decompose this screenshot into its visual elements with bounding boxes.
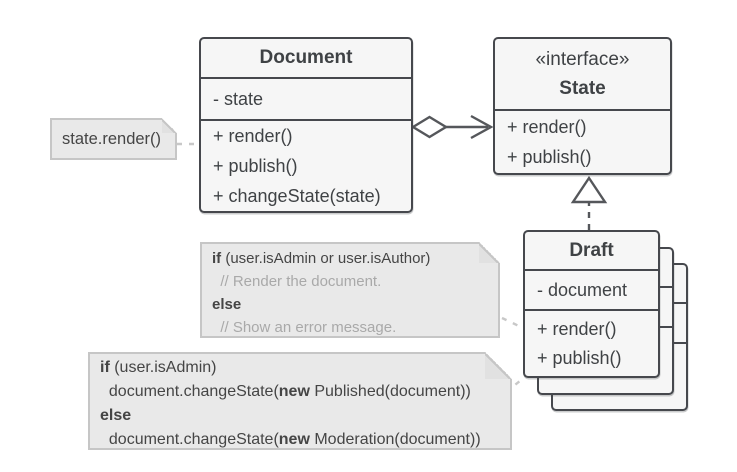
stereotype-interface: «interface» [535,49,630,70]
note-line: else [100,404,510,428]
method-publish: + publish() [537,347,622,368]
note-line: // Render the document. [212,270,498,293]
note-segment-code: Published(document)) [309,383,471,400]
note-segment-code: document.changeState( [100,383,279,400]
note-segment-code: (user.isAdmin or user.isAuthor) [221,250,431,267]
note-segment-kw: else [100,407,132,424]
note-changestate-logic: if (user.isAdmin) document.changeState(n… [88,352,512,450]
class-methods-state: + render() + publish() [495,111,670,173]
note-segment-comment: // Render the document. [212,273,382,290]
note-line: if (user.isAdmin) [100,356,510,380]
note-segment-code: document.changeState( [100,431,279,448]
note-segment-kw: else [212,296,242,313]
method-changestate: + changeState(state) [213,186,381,206]
note-segment-comment: // Show an error message. [212,319,397,336]
aggregation-arrowhead-icon [470,114,494,140]
aggregation-diamond-icon [410,115,449,139]
note-segment-kw: new [278,431,310,448]
class-box-document: Document - state + render() + publish() … [199,37,413,213]
note-line: else [212,293,498,316]
note-line: document.changeState(new Published(docum… [100,380,510,404]
class-title-document: Document [201,39,411,79]
class-attributes-document: - state [201,79,411,121]
class-title-state: State [559,78,606,99]
note-line: state.render() [62,130,161,149]
realization-triangle-icon [570,175,608,204]
method-publish: + publish() [507,147,592,167]
class-box-state: «interface» State + render() + publish() [493,37,672,175]
class-header-state: «interface» State [495,39,670,111]
method-render: + render() [507,117,587,137]
class-attributes-draft: - document [525,271,658,311]
method-publish: + publish() [213,156,298,176]
class-methods-draft: + render() + publish() [525,311,658,376]
note-state-render: state.render() [50,118,177,160]
note-segment-kw: if [100,359,110,376]
note-line: // Show an error message. [212,316,498,339]
note-segment-code: state.render() [62,129,162,148]
note-segment-kw: if [212,250,222,267]
note-line: if (user.isAdmin or user.isAuthor) [212,247,498,270]
attribute-state: - state [213,89,264,109]
note-connector-render-logic [501,316,522,329]
note-line: document.changeState(new Moderation(docu… [100,428,510,452]
method-render: + render() [537,318,617,339]
class-title-draft: Draft [525,232,658,271]
attribute-document: - document [537,279,628,300]
note-segment-code: (user.isAdmin) [109,359,217,376]
note-render-logic: if (user.isAdmin or user.isAuthor) // Re… [200,242,500,338]
note-segment-code: Moderation(document)) [309,431,481,448]
class-box-draft: Draft - document + render() + publish() [523,230,660,378]
class-methods-document: + render() + publish() + changeState(sta… [201,121,411,211]
note-segment-kw: new [278,383,310,400]
method-render: + render() [213,126,293,146]
